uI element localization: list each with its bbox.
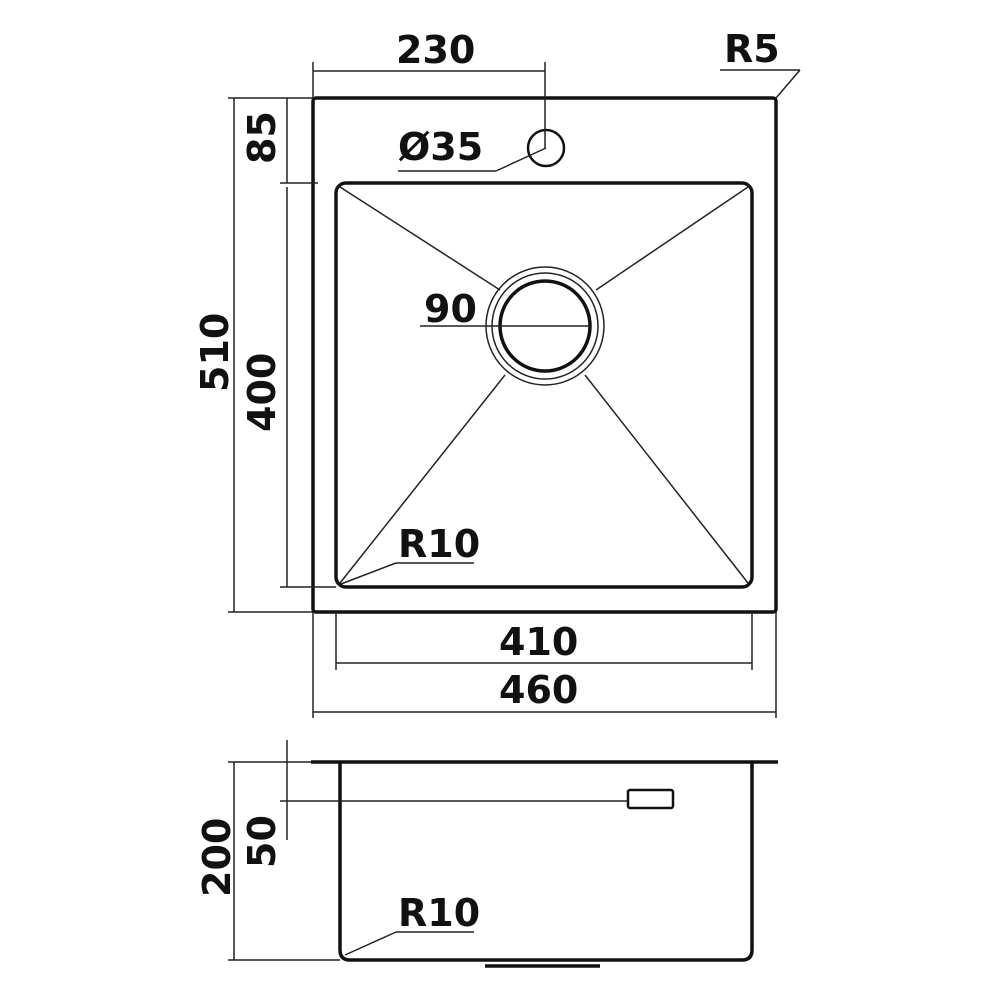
height-overall-label: 510 [193,313,237,392]
bowl-outline [334,181,754,589]
height-bowl-label: 400 [240,353,284,432]
bottom-corner-radius-label: R10 [398,891,480,935]
bowl-profile [338,762,754,962]
drain-diameter-label: 90 [424,287,477,331]
overflow-slot [626,788,675,810]
outer-corner-leader [775,69,801,99]
side-view: 200 50 R10 [195,740,778,968]
tap-hole-leader [495,147,547,172]
bowl-slope-line [595,186,749,291]
width-bowl-label: 410 [499,620,578,664]
bowl-corner-radius-label: R10 [398,522,480,566]
tap-offset-x-label: 230 [396,28,475,72]
tap-hole [526,128,566,168]
top-view: 90 Ø35 230 R5 510 85 400 R10 [193,27,801,718]
depth-overall-label: 200 [195,818,239,897]
tap-hole-diameter-label: Ø35 [398,125,483,169]
width-overall-label: 460 [499,668,578,712]
bottom-corner-leader [344,931,397,956]
bowl-slope-line [339,186,501,291]
sink-outer-rim [311,96,778,614]
bowl-slope-line [339,374,506,584]
outer-corner-radius-label: R5 [724,27,780,71]
tap-offset-y-label: 85 [240,111,284,164]
bowl-corner-leader [340,562,397,585]
overflow-offset-label: 50 [240,815,284,868]
bowl-slope-line [584,374,749,584]
